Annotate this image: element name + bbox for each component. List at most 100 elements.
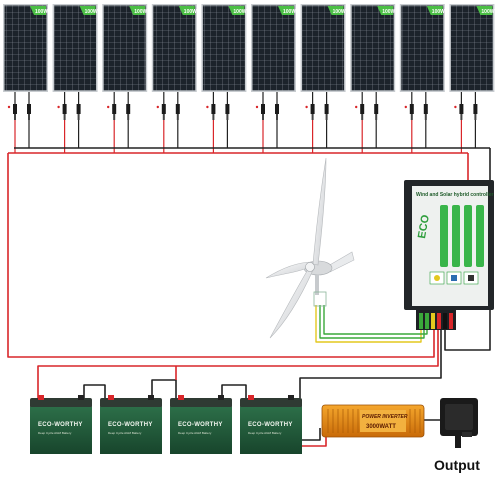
mc4-connector-icon (310, 104, 315, 114)
polarity-dot (305, 105, 308, 109)
turbine-blade-up (312, 157, 327, 266)
panel-badge-text: 100W (333, 9, 346, 15)
output-label: Output (434, 457, 480, 473)
battery-brand: ECO-WORTHY (108, 422, 153, 428)
battery-subtitle: Deep Cycle AGM Battery (178, 431, 212, 435)
battery-terminal-icon (148, 395, 154, 400)
pv-positive-wire (7, 153, 435, 358)
battery-body (100, 407, 162, 454)
connector-tip (28, 114, 30, 120)
mc4-connector-icon (423, 104, 428, 114)
battery-lid (30, 398, 92, 408)
panel-badge (228, 6, 245, 15)
turbine-blade-down (269, 265, 314, 339)
turbine-wire-stubs (313, 291, 327, 307)
battery-terminal-icon (78, 395, 84, 400)
connector-tip (212, 114, 215, 120)
panel-badge-text: 100W (85, 9, 98, 15)
inverter-rating: 3000WATT (366, 424, 396, 430)
panel-badge-text: 100W (134, 9, 147, 15)
mc4-connector-icon (13, 104, 17, 114)
mc4-connector-icon (76, 104, 81, 114)
connector-tip (410, 114, 413, 120)
connector-tip (474, 114, 477, 120)
panel-badge (327, 6, 344, 15)
connector-tip (262, 114, 264, 120)
polarity-dot (107, 105, 110, 109)
panel-badge (426, 6, 443, 15)
controller-brand: ECO (416, 213, 432, 239)
connector-tip (325, 114, 328, 120)
battery-terminal-icon (218, 395, 224, 400)
panel-badge-text: 100W (283, 9, 296, 15)
power-inverter: POWER INVERTER 3000WATT (321, 404, 425, 438)
controller-face (412, 186, 488, 306)
mc4-connector-icon (161, 104, 166, 114)
polarity-dot (454, 105, 457, 109)
mc4-connector-icon (360, 104, 365, 114)
solar-panel: 100W (300, 4, 346, 153)
turbine-pole (315, 275, 319, 295)
panel-badge-text: 100W (233, 9, 246, 15)
solar-panel: 100W (102, 4, 148, 153)
connector-tip (226, 114, 229, 120)
mc4-connector-icon (261, 104, 265, 114)
connector-tip (127, 114, 130, 120)
panel-badge (129, 6, 146, 15)
battery-link-2 (151, 379, 177, 398)
battery-body (170, 407, 232, 454)
polarity-dot (156, 105, 159, 109)
connector-tip (276, 114, 278, 120)
battery-lid (170, 398, 232, 408)
battery-black-wire (299, 330, 442, 398)
solar-panel: 100W (151, 4, 197, 153)
mc4-connector-icon (62, 104, 67, 114)
mc4-connector-icon (374, 104, 379, 114)
battery-subtitle: Deep Cycle AGM Battery (38, 431, 72, 435)
connector-tip (361, 114, 364, 120)
mc4-connector-icon (324, 104, 329, 114)
controller-icons (429, 271, 479, 285)
turbine-yellow-wire (315, 305, 422, 343)
panel-badge (30, 6, 46, 15)
turbine-hub (305, 262, 315, 272)
battery-terminal-icon (108, 395, 114, 400)
connector-tip (176, 114, 179, 120)
mc4-connector-icon (27, 104, 31, 114)
battery-subtitle: Deep Cycle AGM Battery (108, 431, 142, 435)
panel-badge-text: 100W (432, 9, 445, 15)
panel-badge-text: 100W (382, 9, 395, 15)
panel-badge-text: 100W (481, 9, 494, 15)
controller-status-leds (440, 205, 484, 267)
connector-tip (375, 114, 378, 120)
battery-subtitle: Deep Cycle AGM Battery (248, 431, 282, 435)
inverter-brand: POWER INVERTER (362, 414, 408, 420)
connector-tip (162, 114, 165, 120)
battery: ECO-WORTHY Deep Cycle AGM Battery (100, 395, 162, 454)
mc4-connector-icon (175, 104, 180, 114)
mc4-connector-icon (211, 104, 216, 114)
battery-red-wire (37, 330, 439, 398)
controller-title: Wind and Solar hybrid controller (416, 192, 494, 198)
mc4-connector-icon (126, 104, 131, 114)
polarity-dot (255, 105, 259, 109)
battery-lid (240, 398, 302, 408)
solar-panel: 100W (350, 4, 396, 153)
panel-badge (178, 6, 195, 15)
battery-link-3 (221, 384, 247, 398)
battery-body (240, 407, 302, 454)
mc4-connector-icon (459, 104, 464, 114)
battery-body (30, 407, 92, 454)
battery-terminal-icon (248, 395, 254, 400)
panel-badge (79, 6, 96, 15)
polarity-dot (355, 105, 358, 109)
mc4-connector-icon (473, 104, 478, 114)
solar-panel: 100W (251, 4, 296, 153)
polarity-dot (206, 105, 209, 109)
solar-panel: 100W (201, 4, 247, 153)
polarity-dot (7, 105, 11, 109)
panel-badge-text: 100W (184, 9, 197, 15)
battery-terminal-icon (288, 395, 294, 400)
panel-badge (278, 6, 294, 15)
